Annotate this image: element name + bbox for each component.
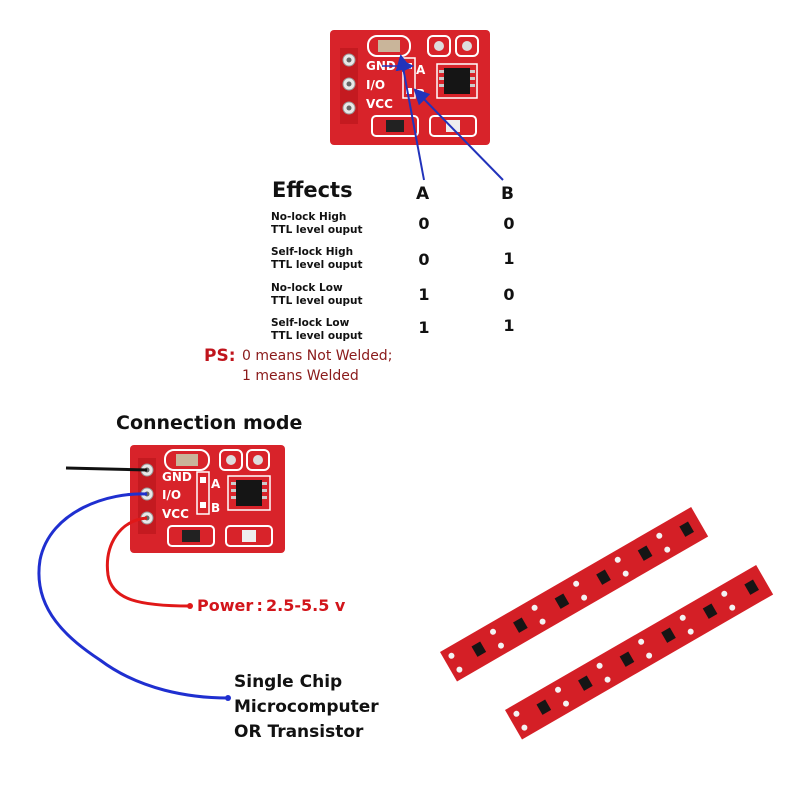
row-value-a: 1 <box>418 318 430 337</box>
target-line-1: Single Chip <box>234 672 343 692</box>
top-pcb-module <box>330 30 490 145</box>
row-label-line: TTL level ouput <box>271 295 363 307</box>
conn-pin-gnd-label: GND <box>162 470 192 484</box>
row-value-a: 0 <box>418 214 430 233</box>
target-device-label: Single Chip Microcomputer OR Transistor <box>234 670 379 745</box>
pcb-strip-2 <box>505 565 774 740</box>
conn-pin-vcc-label: VCC <box>162 507 189 521</box>
arrow-a <box>395 54 425 181</box>
io-wire <box>37 492 229 700</box>
row-value-b: 1 <box>503 316 515 335</box>
row-label-line: Self-lock Low <box>271 317 350 329</box>
row-value-b: 1 <box>503 249 515 268</box>
row-label-line: No-lock High <box>271 211 347 223</box>
effects-title: Effects <box>272 178 353 202</box>
conn-pad-b-label: B <box>211 501 220 515</box>
row-value-a: 0 <box>418 250 430 269</box>
column-b-header: B <box>501 184 514 204</box>
connection-pcb-module <box>130 445 285 553</box>
arrow-b <box>413 88 504 181</box>
pcb-strip-1 <box>440 507 709 682</box>
ps-line-2: 1 means Welded <box>242 368 359 384</box>
conn-pin-io-label: I/O <box>162 488 181 502</box>
top-pin-io-label: I/O <box>366 78 385 92</box>
target-line-3: OR Transistor <box>234 722 364 742</box>
row-label-line: TTL level ouput <box>271 224 363 236</box>
effects-row-label: Self-lock Low TTL level ouput <box>271 317 381 343</box>
row-label-line: TTL level ouput <box>271 330 363 342</box>
power-label: Power : 2.5-5.5 v <box>197 596 346 615</box>
top-pin-gnd-label: GND <box>366 59 396 73</box>
row-label-line: TTL level ouput <box>271 259 363 271</box>
row-value-b: 0 <box>503 214 515 233</box>
ps-tag: PS: <box>204 346 236 366</box>
connection-mode-title: Connection mode <box>116 412 303 434</box>
gnd-wire <box>65 466 148 472</box>
row-label-line: No-lock Low <box>271 282 343 294</box>
row-value-a: 1 <box>418 285 430 304</box>
column-a-header: A <box>416 184 430 204</box>
io-wire-end <box>225 695 231 701</box>
vcc-wire <box>105 516 191 608</box>
top-pad-a-label: A <box>416 63 426 77</box>
effects-row-label: No-lock Low TTL level ouput <box>271 282 381 308</box>
effects-row-label: No-lock High TTL level ouput <box>271 211 381 237</box>
row-value-b: 0 <box>503 285 515 304</box>
ps-line-1: 0 means Not Welded; <box>242 348 393 364</box>
vcc-wire-end <box>187 603 193 609</box>
effects-row-label: Self-lock High TTL level ouput <box>271 246 381 272</box>
row-label-line: Self-lock High <box>271 246 354 258</box>
top-pin-vcc-label: VCC <box>366 97 393 111</box>
conn-pad-a-label: A <box>211 477 221 491</box>
target-line-2: Microcomputer <box>234 697 379 717</box>
